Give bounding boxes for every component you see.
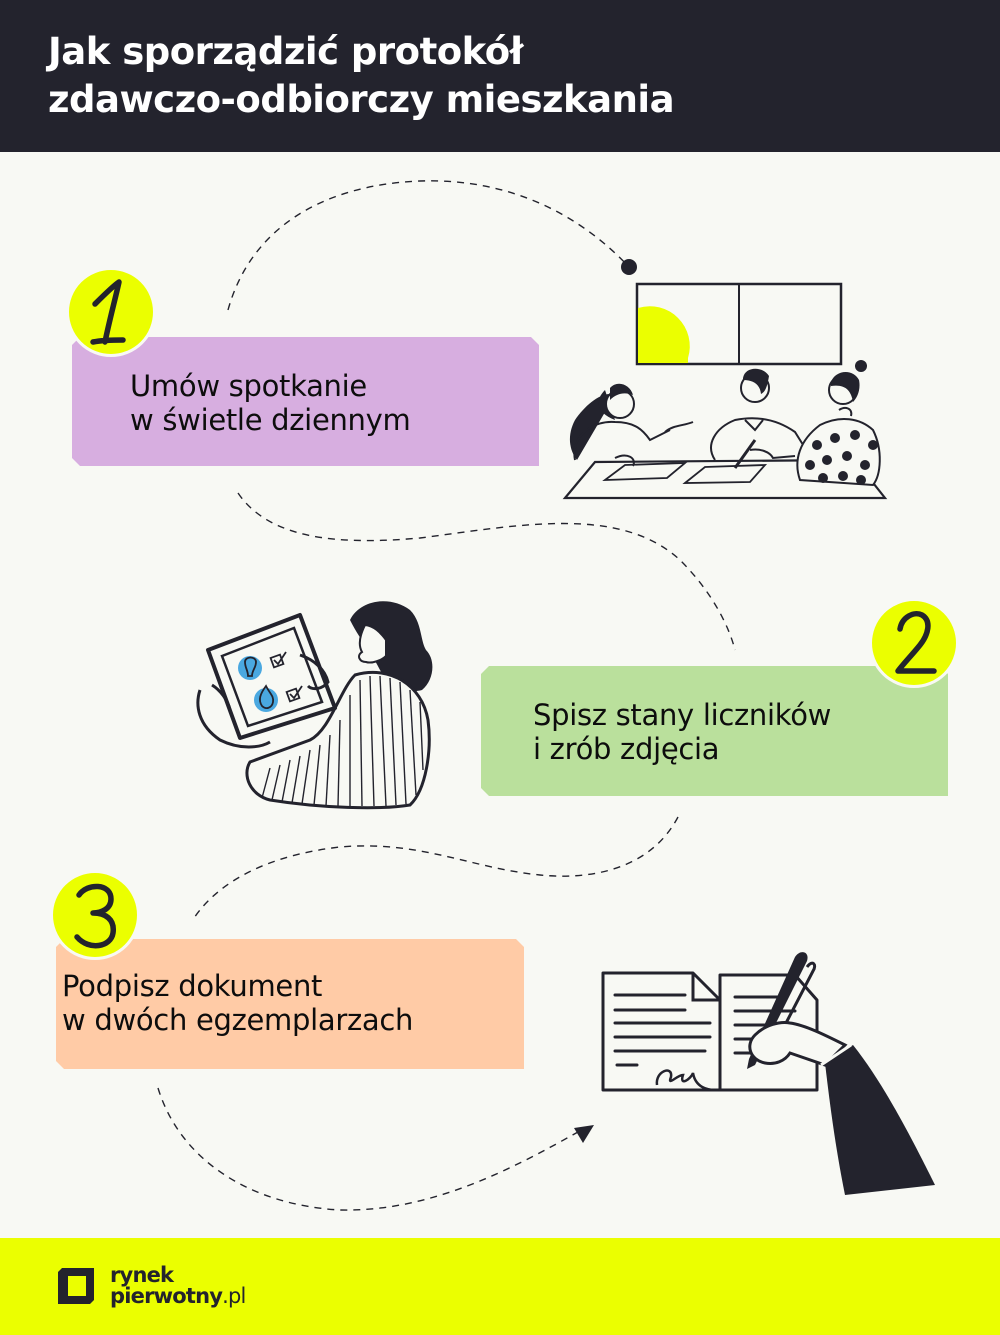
step-2-card: Spisz stany liczników i zrób zdjęcia xyxy=(481,666,948,796)
step-2-number-badge xyxy=(869,598,959,688)
woman-with-tablet-checklist-illustration xyxy=(196,601,433,810)
path-start-dot xyxy=(621,259,637,275)
step-3-line-1: Podpisz dokument xyxy=(62,969,323,1003)
step-3-card: Podpisz dokument w dwóch egzemplarzach xyxy=(56,939,524,1069)
step-1-line-1: Umów spotkanie xyxy=(130,369,367,403)
step-2-line-1: Spisz stany liczników xyxy=(533,698,832,732)
step-3-line-2: w dwóch egzemplarzach xyxy=(62,1003,414,1037)
hand-signing-document-illustration xyxy=(601,952,935,1195)
title-line-1: Jak sporządzić protokół xyxy=(48,30,523,73)
step-1-number-badge xyxy=(66,267,156,357)
brand-logo[interactable]: rynek pierwotny.pl xyxy=(56,1265,246,1307)
step-1-line-2: w świetle dziennym xyxy=(130,403,411,437)
logo-line-2: pierwotny xyxy=(110,1284,223,1308)
step-2-text: Spisz stany liczników i zrób zdjęcia xyxy=(533,698,831,766)
step-3-text: Podpisz dokument w dwóch egzemplarzach xyxy=(62,969,413,1037)
number-3-icon xyxy=(74,883,116,949)
logo-tld: .pl xyxy=(222,1284,246,1308)
footer: rynek pierwotny.pl xyxy=(0,1238,1000,1335)
step-1-text: Umów spotkanie w świetle dziennym xyxy=(130,369,410,437)
dashed-path-3-to-end xyxy=(157,1087,579,1211)
number-2-icon xyxy=(895,611,937,674)
dashed-path-1-to-2 xyxy=(237,492,736,651)
step-2-line-2: i zrób zdjęcia xyxy=(533,732,720,766)
arrowhead-icon xyxy=(574,1125,594,1143)
dashed-path-2-to-3 xyxy=(193,816,679,919)
dashed-path-top-arc xyxy=(227,180,629,311)
logo-line-1: rynek xyxy=(110,1263,174,1287)
step-3-number-badge xyxy=(50,870,140,960)
page-title: Jak sporządzić protokół zdawczo-odbiorcz… xyxy=(48,28,675,124)
meeting-at-table-illustration xyxy=(562,282,888,500)
title-line-2: zdawczo-odbiorczy mieszkania xyxy=(48,78,675,121)
number-1-icon xyxy=(90,279,126,345)
logo-wordmark: rynek pierwotny.pl xyxy=(110,1265,246,1307)
step-1-card: Umów spotkanie w świetle dziennym xyxy=(72,337,539,466)
header: Jak sporządzić protokół zdawczo-odbiorcz… xyxy=(0,0,1000,152)
logo-cube-icon xyxy=(58,1268,94,1304)
